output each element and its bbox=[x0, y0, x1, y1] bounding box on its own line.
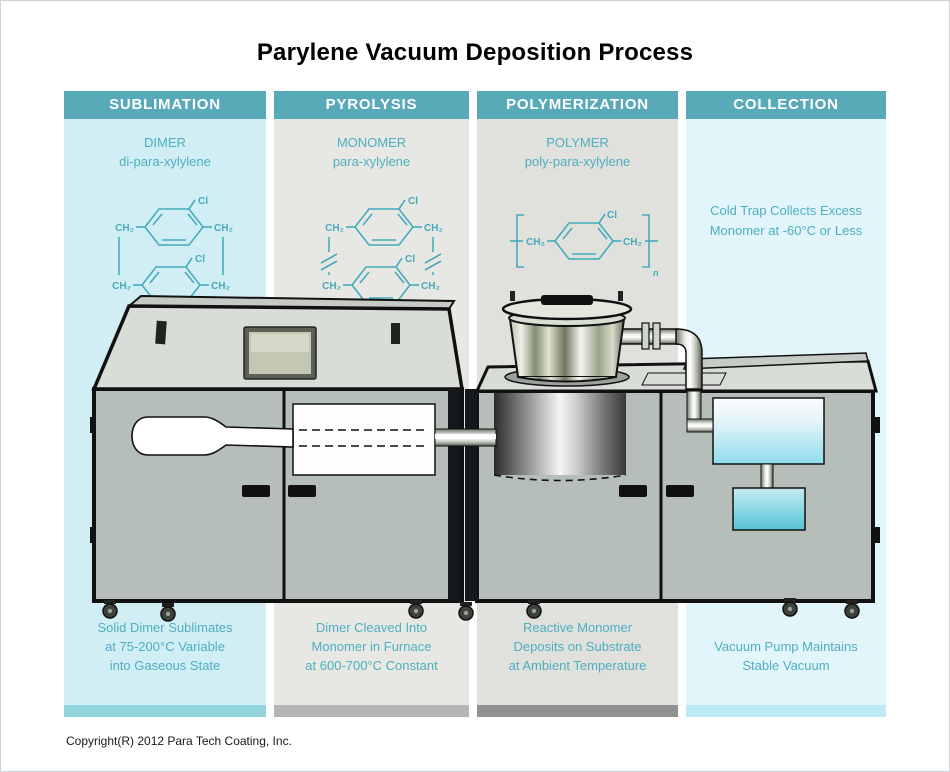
hinge bbox=[872, 417, 880, 433]
deposition-chamber bbox=[493, 393, 627, 482]
stage-header-collection: COLLECTION bbox=[686, 91, 886, 119]
door-handle bbox=[242, 485, 270, 497]
chem-title: DIMER di-para-xylylene bbox=[64, 133, 266, 171]
dimer-structure-diagram: Cl CH₂ CH₂ Cl CH₂ CH₂ bbox=[112, 196, 233, 304]
ch2-label: CH₂ bbox=[214, 223, 233, 234]
desc-line: at Ambient Temperature bbox=[508, 658, 647, 673]
chem-name: DIMER bbox=[144, 135, 186, 150]
ch2-label: CH₂ bbox=[211, 281, 230, 292]
cl-label: Cl bbox=[408, 196, 418, 207]
chem-name: MONOMER bbox=[336, 135, 407, 150]
transfer-tube bbox=[434, 428, 497, 447]
pipe-flange bbox=[652, 322, 661, 350]
pyrolysis-furnace bbox=[292, 403, 436, 476]
chem-title: POLYMER poly-para-xylylene bbox=[477, 133, 678, 171]
chem-formula: poly-para-xylylene bbox=[524, 154, 631, 169]
stage-header-pyrolysis: PYROLYSIS bbox=[274, 91, 469, 119]
cold-trap-note: Cold Trap Collects Excess Monomer at -60… bbox=[686, 201, 886, 241]
vacuum-pump bbox=[732, 487, 806, 531]
cl-label: Cl bbox=[405, 254, 415, 265]
trap-pump-connector bbox=[760, 463, 774, 490]
chem-name: POLYMER bbox=[546, 135, 609, 150]
ch2-label: CH₂ bbox=[115, 223, 134, 234]
pipe-elbow bbox=[675, 328, 703, 390]
polymer-structure-diagram: Cl CH₂ CH₂ n bbox=[510, 210, 659, 278]
ch2-label: CH₂ bbox=[421, 281, 440, 292]
stage-description-sublimation: Solid Dimer Sublimates at 75-200°C Varia… bbox=[64, 618, 266, 675]
interior-pipe bbox=[686, 390, 714, 433]
ch2-label: CH₂ bbox=[322, 281, 341, 292]
cl-label: Cl bbox=[198, 196, 208, 207]
desc-line: into Gaseous State bbox=[109, 658, 221, 673]
caster-wheel bbox=[102, 600, 118, 619]
caster-wheel bbox=[782, 598, 798, 617]
desc-line: Stable Vacuum bbox=[742, 658, 830, 673]
desc-line: Monomer in Furnace bbox=[311, 639, 432, 654]
door-handle bbox=[666, 485, 694, 497]
column-footer-strip bbox=[64, 705, 266, 717]
caster-wheel bbox=[526, 600, 542, 619]
desc-line: Vacuum Pump Maintains bbox=[714, 639, 858, 654]
polymerization-collection-cabinet bbox=[474, 352, 880, 603]
desc-line: Reactive Monomer bbox=[522, 620, 633, 635]
stage-header-sublimation: SUBLIMATION bbox=[64, 91, 266, 119]
desc-line: Dimer Cleaved Into bbox=[315, 620, 428, 635]
caster-wheel bbox=[160, 603, 176, 622]
column-footer-strip bbox=[686, 705, 886, 717]
desc-line: at 75-200°C Variable bbox=[105, 639, 225, 654]
chem-formula: di-para-xylylene bbox=[119, 154, 211, 169]
stage-header-polymerization: POLYMERIZATION bbox=[477, 91, 678, 119]
ch2-label: CH₂ bbox=[325, 223, 344, 234]
subscript-n-label: n bbox=[653, 268, 659, 278]
monomer-structure-diagram: Cl CH₂ CH₂ Cl CH₂ CH₂ bbox=[320, 196, 443, 304]
stage-description-polymerization: Reactive Monomer Deposits on Substrate a… bbox=[477, 618, 678, 675]
column-footer-strip bbox=[274, 705, 469, 717]
dimer-vaporizer-tube bbox=[131, 416, 294, 456]
caster-wheel bbox=[458, 602, 474, 621]
stage-description-collection: Vacuum Pump Maintains Stable Vacuum bbox=[686, 637, 886, 675]
door-handle bbox=[619, 485, 647, 497]
vent-slot bbox=[391, 323, 400, 344]
ch2-label: CH₂ bbox=[526, 237, 545, 248]
caster-wheel bbox=[408, 600, 424, 619]
lid-handle bbox=[541, 295, 593, 305]
desc-line: Solid Dimer Sublimates bbox=[97, 620, 233, 635]
diagram-title: Parylene Vacuum Deposition Process bbox=[256, 39, 694, 66]
desc-line: Deposits on Substrate bbox=[513, 639, 642, 654]
frame-bar bbox=[448, 389, 460, 601]
cl-label: Cl bbox=[607, 210, 617, 221]
ch2-label: CH₂ bbox=[112, 281, 131, 292]
cold-trap bbox=[712, 397, 825, 465]
door-handle bbox=[288, 485, 316, 497]
note-line: Cold Trap Collects Excess bbox=[710, 203, 862, 218]
column-footer-strip bbox=[477, 705, 678, 717]
ch2-label: CH₂ bbox=[623, 237, 642, 248]
chem-title: MONOMER para-xylylene bbox=[274, 133, 469, 171]
ch2-label: CH₂ bbox=[424, 223, 443, 234]
cl-label: Cl bbox=[195, 254, 205, 265]
caster-wheel bbox=[844, 600, 860, 619]
copyright-text: Copyright(R) 2012 Para Tech Coating, Inc… bbox=[66, 734, 292, 748]
stage-description-pyrolysis: Dimer Cleaved Into Monomer in Furnace at… bbox=[274, 618, 469, 675]
pipe-flange bbox=[641, 322, 650, 350]
frame-bar bbox=[465, 389, 477, 601]
deposition-chamber-pot bbox=[501, 291, 703, 390]
desc-line: at 600-700°C Constant bbox=[305, 658, 438, 673]
hinge bbox=[90, 527, 96, 543]
vent-slot bbox=[155, 320, 167, 345]
control-screen bbox=[243, 326, 317, 380]
hinge bbox=[90, 417, 96, 433]
hinge bbox=[872, 527, 880, 543]
chem-formula: para-xylylene bbox=[332, 154, 411, 169]
note-line: Monomer at -60°C or Less bbox=[709, 223, 863, 238]
machine-illustration bbox=[90, 291, 880, 622]
